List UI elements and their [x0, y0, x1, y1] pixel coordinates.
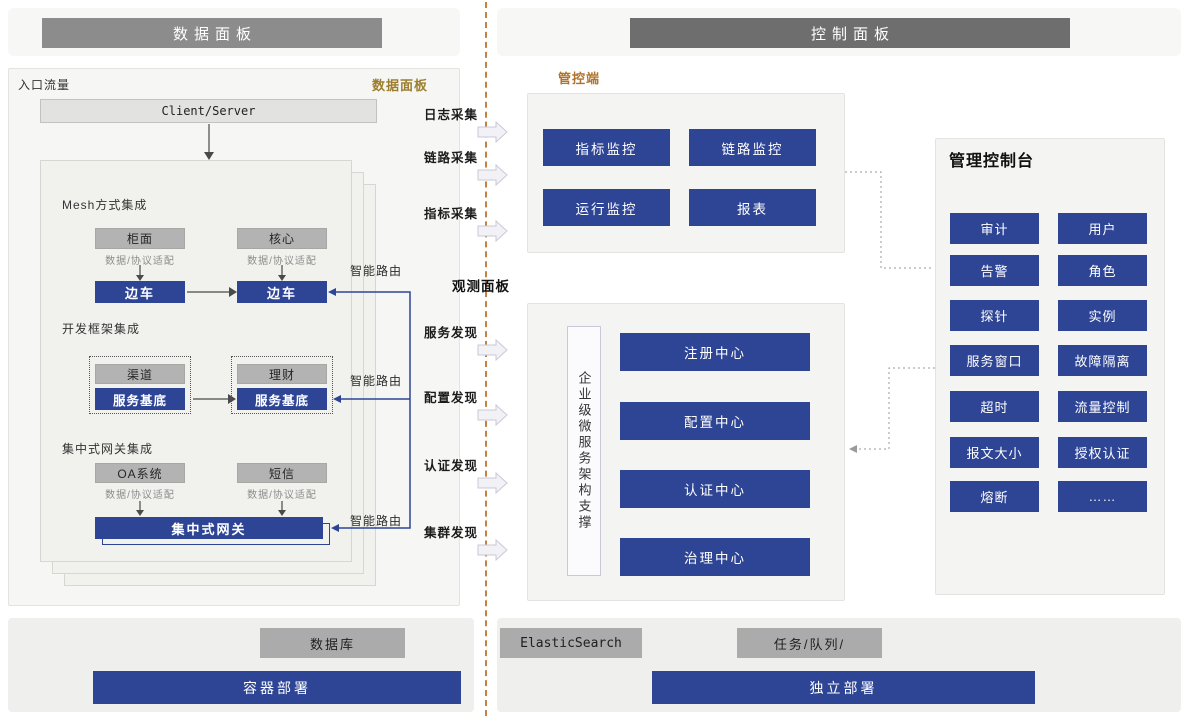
gateway-route-label: 智能路由 [350, 514, 403, 528]
standalone-deploy-bar: 独立部署 [652, 671, 1035, 704]
mesh-node-left: 柜面 [95, 228, 185, 249]
auth-center-button[interactable]: 认证中心 [620, 470, 810, 508]
framework-node-right: 理财 [237, 364, 327, 384]
flow-label-cluster-discovery: 集群发现 [424, 526, 479, 540]
monitor-panel [527, 93, 845, 253]
gateway-adapter-left-label: 数据/协议适配 [105, 489, 175, 501]
probe-button[interactable]: 探针 [950, 300, 1039, 331]
timeout-button[interactable]: 超时 [950, 391, 1039, 422]
database-bar: 数据库 [260, 628, 405, 658]
flow-arrow-icon [477, 403, 508, 427]
runtime-monitor-button[interactable]: 运行监控 [543, 189, 670, 226]
metric-monitor-button[interactable]: 指标监控 [543, 129, 670, 166]
flow-arrow-icon [477, 338, 508, 362]
flow-label-metric: 指标采集 [424, 207, 479, 221]
instance-button[interactable]: 实例 [1058, 300, 1147, 331]
flow-label-config-discovery: 配置发现 [424, 391, 479, 405]
audit-button[interactable]: 审计 [950, 213, 1039, 244]
service-base-left: 服务基底 [95, 388, 185, 410]
flow-label-auth-discovery: 认证发现 [424, 459, 479, 473]
flow-arrow-icon [477, 120, 508, 144]
flow-arrow-icon [477, 163, 508, 187]
central-gateway-bar: 集中式网关 [95, 517, 323, 539]
service-window-button[interactable]: 服务窗口 [950, 345, 1039, 376]
mesh-section-title: Mesh方式集成 [62, 198, 148, 212]
alert-button[interactable]: 告警 [950, 255, 1039, 286]
mesh-adapter-right-label: 数据/协议适配 [247, 255, 317, 267]
elasticsearch-bar: ElasticSearch [500, 628, 642, 658]
entry-traffic-label: 入口流量 [18, 78, 71, 92]
flow-label-service-discovery: 服务发现 [424, 326, 479, 340]
governance-center-button[interactable]: 治理中心 [620, 538, 810, 576]
framework-route-label: 智能路由 [350, 374, 403, 388]
microservice-support-text: 企业级微服务架构支撑 [576, 371, 592, 531]
circuit-breaker-button[interactable]: 熔断 [950, 481, 1039, 512]
fault-isolation-button[interactable]: 故障隔离 [1058, 345, 1147, 376]
authorization-button[interactable]: 授权认证 [1058, 437, 1147, 468]
gateway-section-title: 集中式网关集成 [62, 442, 154, 456]
mesh-route-label: 智能路由 [350, 264, 403, 278]
observe-panel-label: 观测面板 [452, 279, 510, 294]
control-端-label: 管控端 [558, 71, 601, 86]
framework-group-right [231, 356, 333, 414]
framework-node-left: 渠道 [95, 364, 185, 384]
registry-center-button[interactable]: 注册中心 [620, 333, 810, 371]
mesh-adapter-left-label: 数据/协议适配 [105, 255, 175, 267]
flow-arrow-icon [477, 219, 508, 243]
more-button[interactable]: …… [1058, 481, 1147, 512]
flow-label-log: 日志采集 [424, 108, 479, 122]
sidecar-node-left: 边车 [95, 281, 185, 303]
flow-arrow-icon [477, 538, 508, 562]
framework-group-left [89, 356, 191, 414]
message-size-button[interactable]: 报文大小 [950, 437, 1039, 468]
config-center-button[interactable]: 配置中心 [620, 402, 810, 440]
service-base-right: 服务基底 [237, 388, 327, 410]
management-console-title: 管理控制台 [949, 153, 1035, 170]
gateway-node-left: OA系统 [95, 463, 185, 483]
mesh-node-right: 核心 [237, 228, 327, 249]
framework-section-title: 开发框架集成 [62, 322, 141, 336]
flow-control-button[interactable]: 流量控制 [1058, 391, 1147, 422]
microservice-support-label: 企业级微服务架构支撑 [567, 326, 601, 576]
container-deploy-bar: 容器部署 [93, 671, 461, 704]
sidecar-node-right: 边车 [237, 281, 327, 303]
data-panel-label: 数据面板 [372, 78, 429, 93]
user-button[interactable]: 用户 [1058, 213, 1147, 244]
report-button[interactable]: 报表 [689, 189, 816, 226]
task-queue-bar: 任务/队列/ [737, 628, 882, 658]
control-panel-header: 控制面板 [630, 18, 1070, 48]
trace-monitor-button[interactable]: 链路监控 [689, 129, 816, 166]
gateway-adapter-right-label: 数据/协议适配 [247, 489, 317, 501]
data-panel-header: 数据面板 [42, 18, 382, 48]
panel-divider [485, 2, 487, 716]
flow-label-trace: 链路采集 [424, 151, 479, 165]
gateway-node-right: 短信 [237, 463, 327, 483]
role-button[interactable]: 角色 [1058, 255, 1147, 286]
flow-arrow-icon [477, 471, 508, 495]
client-server-node: Client/Server [40, 99, 377, 123]
